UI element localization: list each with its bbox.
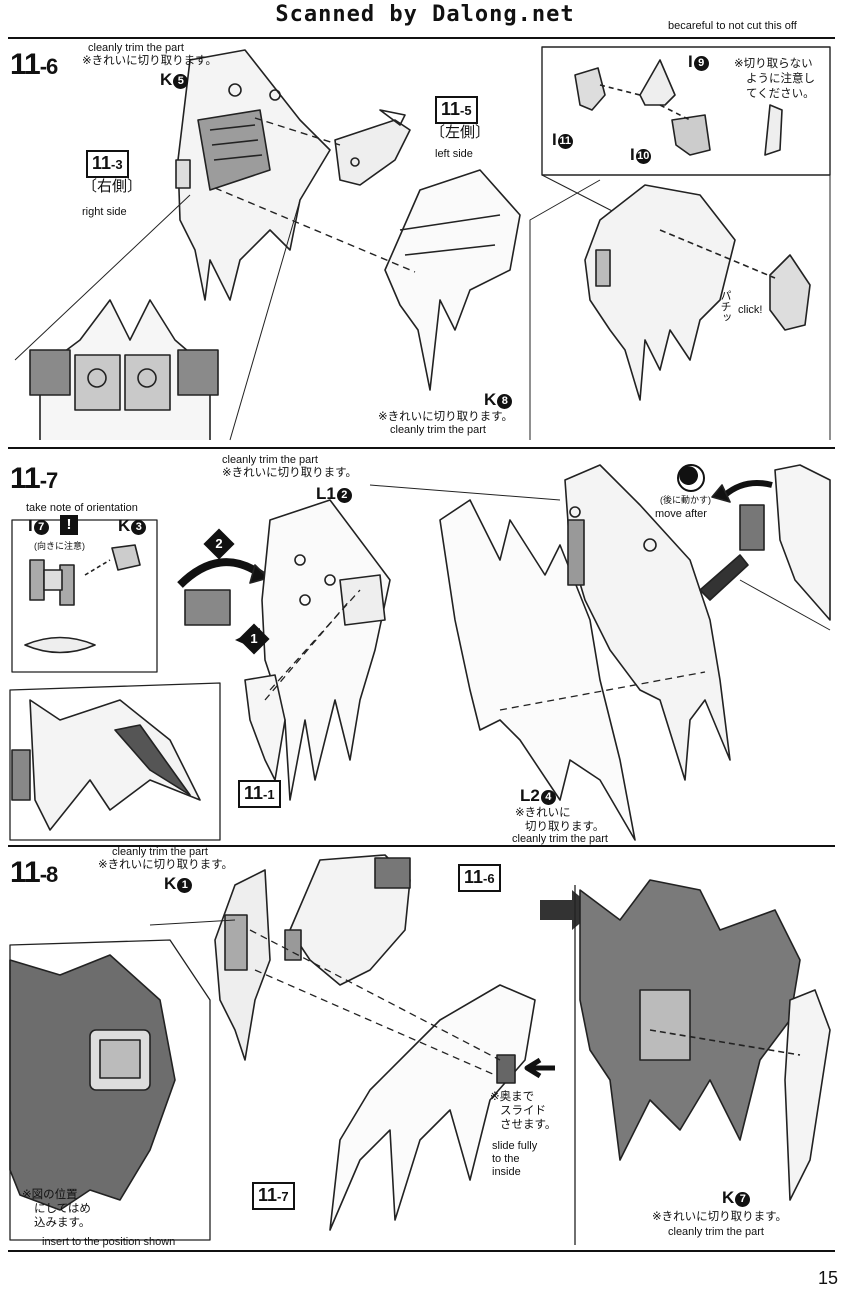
ref-11-3-side-jp: 〔右側〕 bbox=[82, 178, 143, 195]
scanner-credit: Scanned by Dalong.net bbox=[275, 2, 575, 27]
left-side-bracket-drawing bbox=[334, 109, 411, 186]
click-note-en: click! bbox=[738, 304, 763, 316]
ref-11-5-side-en: left side bbox=[435, 148, 473, 160]
l1-trim-note-en: cleanly trim the part bbox=[222, 454, 318, 466]
l2-trim-note-en: cleanly trim the part bbox=[512, 833, 608, 845]
assembled-wing-drawing bbox=[584, 184, 811, 401]
move-after-en: move after bbox=[655, 508, 707, 520]
wing-assembly-11-8-drawing bbox=[214, 854, 411, 1061]
l2-trim-note-jp: ※きれいに 切り取ります。 bbox=[515, 807, 605, 833]
move-after-drawing bbox=[699, 464, 831, 621]
footer-rule bbox=[8, 1250, 835, 1252]
ref-11-3: 11-3 bbox=[86, 150, 129, 178]
wing-frame-l1-drawing bbox=[261, 499, 391, 801]
wing-armor-k5-drawing bbox=[175, 49, 331, 301]
click-sound-jp: パチッ bbox=[719, 290, 731, 323]
insert-note-jp: ※図の位置 にしてはめ 込みます。 bbox=[22, 1189, 91, 1229]
orientation-parts-drawing bbox=[24, 544, 141, 654]
wing-blade-11-1-drawing bbox=[244, 674, 286, 781]
cut-warning-note: becareful to not cut this off bbox=[668, 20, 797, 32]
final-assembled-drawing bbox=[579, 879, 831, 1201]
ref-11-7: 11-7 bbox=[252, 1182, 295, 1210]
wing-close-up-drawing bbox=[9, 682, 221, 841]
k1-trim-note-en: cleanly trim the part bbox=[112, 846, 208, 858]
move-after-icon bbox=[677, 464, 705, 492]
orientation-inset-frame bbox=[11, 519, 158, 673]
step-marker-1: 1 bbox=[250, 631, 258, 646]
inset-warning-jp: ※切り取らない ように注意し てください。 bbox=[734, 58, 815, 100]
slide-note-jp: ※奥まで スライド させます。 bbox=[490, 1091, 557, 1131]
k7-trim-note-en: cleanly trim the part bbox=[668, 1226, 764, 1238]
wing-11-7-lower-drawing bbox=[329, 984, 536, 1231]
slide-note-en: slide fully to the inside bbox=[492, 1140, 538, 1178]
inset-parts-drawing bbox=[574, 59, 783, 156]
wing-membrane-l2-drawing bbox=[439, 499, 636, 841]
ref-11-3-side-en: right side bbox=[82, 206, 127, 218]
l1-trim-note-jp: ※きれいに切り取ります。 bbox=[222, 467, 357, 479]
caution-icon: ! bbox=[60, 515, 78, 535]
k7-trim-note-jp: ※きれいに切り取ります。 bbox=[652, 1211, 787, 1223]
k8-trim-note-jp: ※きれいに切り取ります。 bbox=[378, 411, 513, 423]
assembled-wing-11-7-drawing bbox=[564, 464, 731, 781]
k5-trim-note-jp: ※きれいに切り取ります。 bbox=[82, 55, 217, 67]
step-11-7-title: 11-7 bbox=[10, 462, 58, 495]
ref-11-5: 11-5 bbox=[435, 96, 478, 124]
insert-note-en: insert to the position shown bbox=[42, 1236, 176, 1248]
hip-detail-drawing bbox=[29, 299, 219, 440]
k5-trim-note-en: cleanly trim the part bbox=[88, 42, 184, 54]
k1-trim-note-jp: ※きれいに切り取ります。 bbox=[98, 859, 233, 871]
page-number: 15 bbox=[817, 1268, 838, 1288]
orientation-note-en: take note of orientation bbox=[26, 502, 138, 514]
ref-11-6: 11-6 bbox=[458, 864, 501, 892]
header-rule bbox=[8, 37, 835, 39]
section-rule-11-8 bbox=[8, 845, 835, 847]
ref-11-5-side-jp: 〔左側〕 bbox=[430, 124, 491, 141]
section-rule-11-7 bbox=[8, 447, 835, 449]
k8-trim-note-en: cleanly trim the part bbox=[390, 424, 486, 436]
ref-11-1: 11-1 bbox=[238, 780, 281, 808]
orientation-note-jp: (向きに注意) bbox=[34, 541, 85, 551]
inset-frame bbox=[541, 46, 831, 176]
step-11-6-title: 11-6 bbox=[10, 48, 58, 81]
insert-detail-drawing bbox=[9, 954, 176, 1211]
step-11-8-title: 11-8 bbox=[10, 856, 58, 889]
move-after-jp: (後に動かす) bbox=[660, 495, 711, 505]
step-marker-2: 2 bbox=[215, 536, 223, 551]
wing-fin-k8-drawing bbox=[384, 169, 521, 391]
